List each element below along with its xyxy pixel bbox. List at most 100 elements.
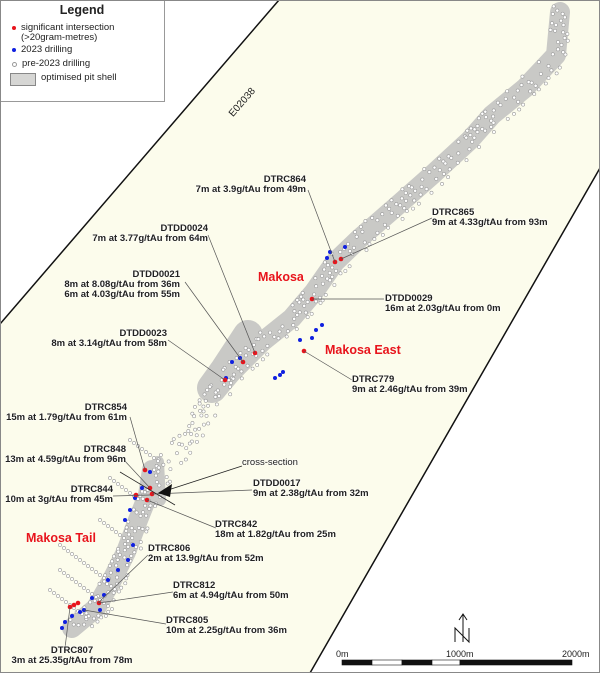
- pre-2023-collar: [131, 507, 136, 512]
- pre-2023-collar: [95, 619, 100, 624]
- pre-2023-collar: [375, 218, 380, 223]
- pre-2023-collar: [358, 224, 363, 229]
- pre-2023-collar: [122, 555, 127, 560]
- pre-2023-collar: [470, 139, 475, 144]
- pre-2023-collar: [472, 127, 477, 132]
- pre-2023-collar: [165, 481, 170, 486]
- hole-id: DTRC865: [432, 207, 475, 218]
- pre-2023-collar: [117, 589, 121, 594]
- hole-id: DTDD0024: [160, 223, 208, 234]
- pit-shell-swatch-icon: [10, 73, 36, 86]
- pre-2023-collar: [213, 413, 218, 418]
- significant-intersection-collar: [133, 492, 139, 498]
- pre-2023-collar: [291, 323, 296, 327]
- pre-2023-collar: [123, 542, 127, 546]
- intercept: 9m at 2.46g/tAu from 39m: [352, 384, 468, 395]
- pre-2023-collar: [82, 622, 87, 627]
- legend-label: pre-2023 drilling: [22, 58, 91, 69]
- pre-2023-collar: [321, 281, 325, 286]
- pre-2023-collar: [138, 493, 143, 498]
- pre-2023-collar: [551, 4, 556, 9]
- pre-2023-collar: [168, 467, 173, 472]
- pre-2023-collar: [183, 432, 188, 436]
- pre-2023-collar: [56, 594, 60, 598]
- pre-2023-collar: [193, 427, 198, 432]
- hole-id: DTRC842: [215, 519, 258, 530]
- scale-label-1000: 1000m: [446, 649, 474, 659]
- pre-2023-collar: [313, 276, 318, 281]
- pre-2023-collar: [561, 23, 566, 27]
- pre-2023-collar: [106, 604, 110, 608]
- hole-id: DTRC864: [263, 174, 306, 185]
- pre-2023-collar: [464, 135, 469, 140]
- pre-2023-collar: [143, 503, 148, 508]
- pre-2023-collar: [399, 196, 404, 201]
- pre-2023-collar: [332, 283, 337, 287]
- pre-2023-collar: [222, 382, 227, 387]
- pre-2023-collar: [180, 442, 184, 447]
- pre-2023-collar: [98, 518, 102, 522]
- pre-2023-collar: [427, 170, 432, 174]
- pre-2023-collar: [109, 584, 114, 589]
- pre-2023-collar: [301, 297, 306, 302]
- pre-2023-collar: [152, 456, 156, 460]
- pre-2023-collar: [116, 549, 121, 554]
- pre-2023-collar: [190, 421, 195, 425]
- pre-2023-collar: [92, 616, 96, 621]
- pre-2023-collar: [276, 336, 281, 341]
- 2023-collar: [123, 518, 127, 522]
- pre-2023-collar: [86, 589, 90, 593]
- pre-2023-collar: [236, 366, 241, 371]
- pre-2023-collar: [477, 145, 481, 149]
- pre-2023-collar: [352, 245, 356, 250]
- pre-2023-collar: [400, 187, 405, 192]
- pre-2023-collar: [117, 552, 122, 557]
- pre-2023-collar: [114, 563, 119, 568]
- hole-id: DTDD0029: [385, 293, 433, 304]
- 2023-collar: [102, 593, 106, 597]
- pre-2023-collar: [559, 18, 563, 23]
- pre-2023-collar: [347, 264, 352, 269]
- pre-2023-collar: [449, 156, 454, 160]
- pre-2023-collar: [305, 315, 310, 319]
- pre-2023-collar: [483, 109, 488, 114]
- pre-2023-collar: [422, 167, 427, 171]
- pre-2023-collar: [125, 563, 130, 567]
- legend-item-2023: 2023 drilling: [12, 45, 72, 55]
- intercept: 3m at 25.35g/tAu from 78m: [11, 655, 133, 666]
- pre-2023-collar: [119, 585, 124, 590]
- pre-2023-collar: [124, 525, 129, 530]
- pre-2023-collar: [475, 130, 480, 134]
- pre-2023-collar: [484, 115, 488, 120]
- pre-2023-collar: [536, 60, 541, 64]
- pre-2023-collar: [157, 483, 162, 488]
- pre-2023-collar: [255, 363, 260, 367]
- pre-2023-collar: [302, 303, 307, 308]
- pre-2023-collar: [284, 334, 289, 339]
- pre-2023-collar: [140, 496, 145, 501]
- pre-2023-collar: [370, 215, 375, 220]
- pre-2023-collar: [202, 422, 206, 427]
- hole-id: DTRC807: [50, 645, 94, 656]
- pre-2023-collar: [122, 536, 126, 540]
- pre-2023-collar: [217, 394, 221, 398]
- pre-2023-collar: [90, 592, 94, 596]
- pre-2023-collar: [128, 491, 132, 495]
- pre-2023-collar: [303, 310, 308, 315]
- pre-2023-collar: [145, 526, 150, 531]
- legend-title: Legend: [59, 3, 105, 17]
- pre-2023-collar: [239, 369, 244, 374]
- pre-2023-collar: [416, 201, 421, 206]
- pre-2023-collar: [408, 193, 413, 198]
- pre-2023-collar: [66, 549, 70, 553]
- pre-2023-collar: [126, 519, 131, 524]
- pre-2023-collar: [129, 554, 134, 558]
- pre-2023-collar: [440, 181, 444, 186]
- pre-2023-collar: [476, 116, 481, 121]
- pre-2023-collar: [364, 248, 369, 252]
- strip-boundary-west: [0, 0, 280, 325]
- pre-2023-collar: [183, 457, 188, 462]
